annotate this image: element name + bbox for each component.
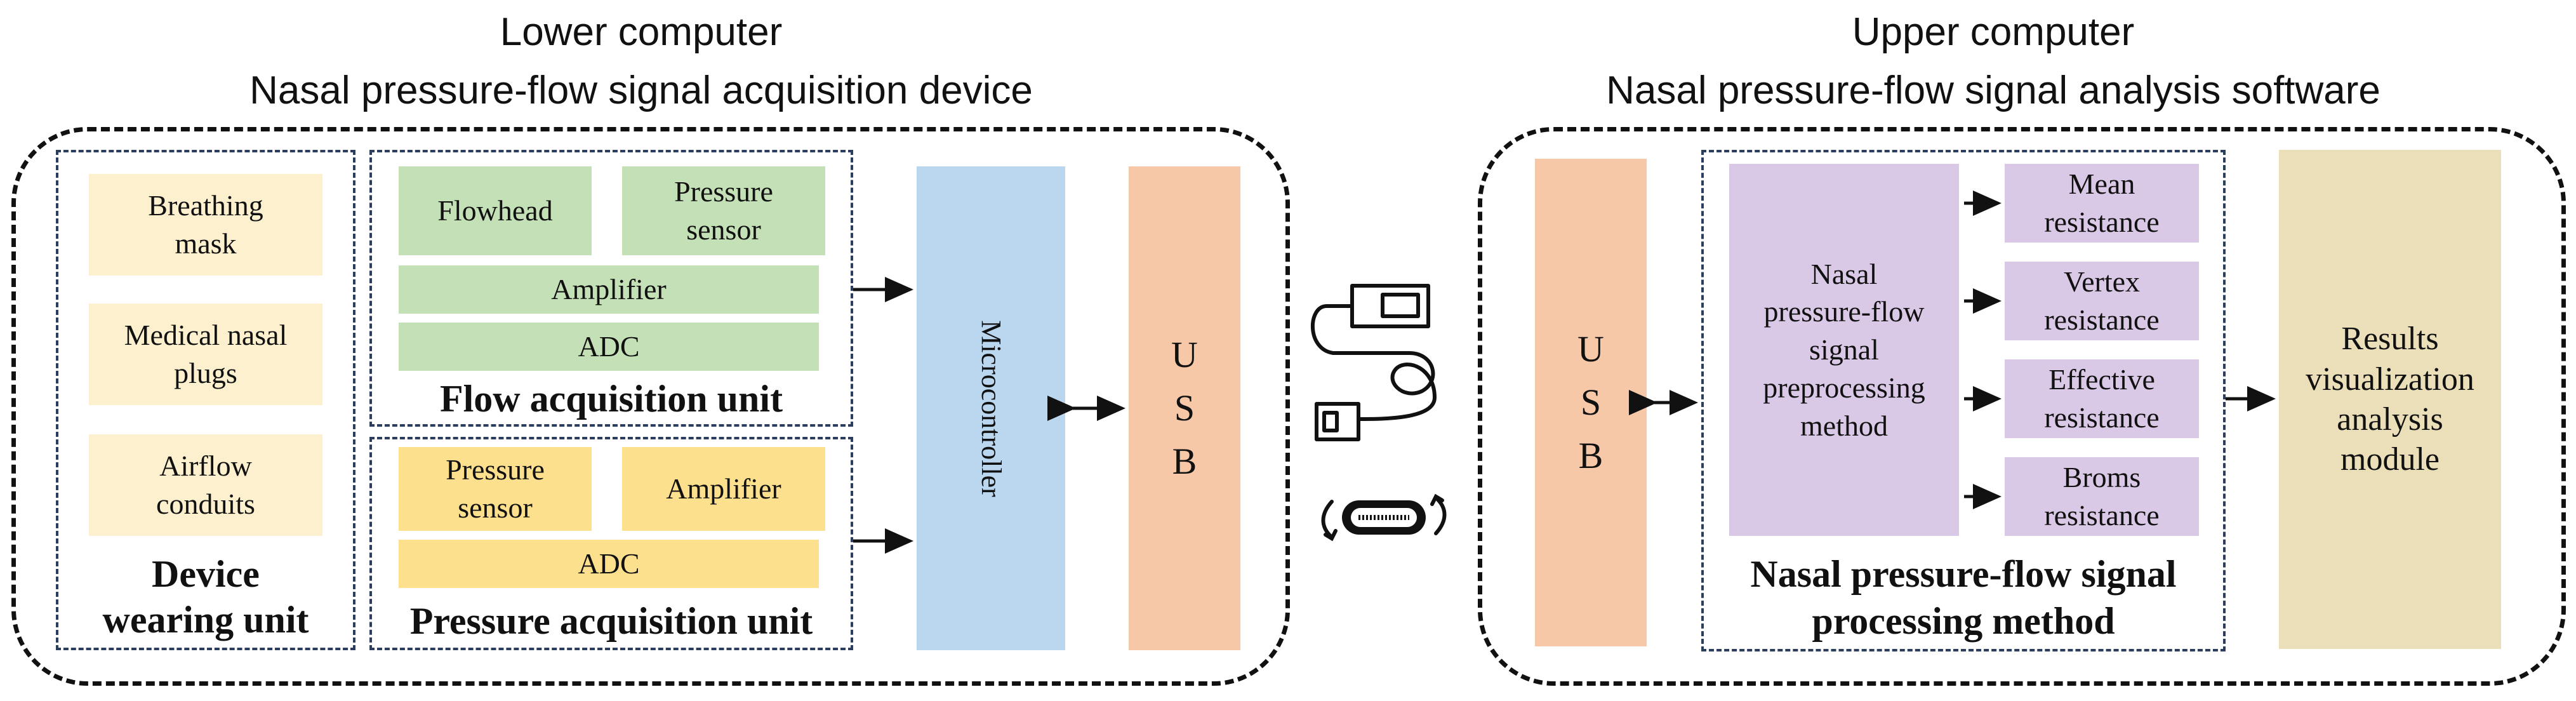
airflow-conduits-box: Airflow conduits <box>89 434 322 536</box>
vertex-resistance-label: Vertex resistance <box>2044 265 2160 336</box>
breathing-mask-box: Breathing mask <box>89 174 322 276</box>
effective-resistance-box: Effective resistance <box>2005 359 2199 438</box>
pressure-amplifier-box: Amplifier <box>622 447 825 531</box>
flow-pressure-sensor-label: Pressure sensor <box>674 175 773 246</box>
signal-processing-method <box>1701 150 2226 651</box>
pressure-adc-label: ADC <box>578 547 640 580</box>
mean-resistance-label: Mean resistance <box>2044 168 2160 238</box>
airflow-conduits-label: Airflow conduits <box>156 450 255 520</box>
lower-title-2: Nasal pressure-flow signal acquisition d… <box>249 69 1033 112</box>
effective-resistance-label: Effective resistance <box>2044 363 2160 434</box>
usb-c-port-icon <box>1321 493 1447 542</box>
preprocessing-method-label: Nasal pressure-flow signal preprocessing… <box>1763 257 1925 442</box>
medical-nasal-plugs-box: Medical nasal plugs <box>89 304 322 405</box>
lower-usb-label: USB <box>1171 333 1198 483</box>
pressure-adc-box: ADC <box>399 540 819 588</box>
flow-adc-box: ADC <box>399 323 819 371</box>
upper-computer-frame <box>1478 127 2566 686</box>
pressure-sensor-label: Pressure sensor <box>446 453 545 524</box>
flow-acquisition-unit <box>369 150 853 427</box>
flow-acquisition-unit-label: Flow acquisition unit <box>439 378 783 420</box>
flowhead-box: Flowhead <box>399 166 592 255</box>
preprocessing-method-box: Nasal pressure-flow signal preprocessing… <box>1729 164 1959 536</box>
broms-resistance-label: Broms resistance <box>2044 461 2160 531</box>
device-wearing-unit-label-2: wearing unit <box>102 599 309 641</box>
flow-amplifier-label: Amplifier <box>551 273 667 306</box>
usb-cable-icon <box>1311 284 1437 441</box>
pressure-sensor-box: Pressure sensor <box>399 447 592 531</box>
device-wearing-unit <box>56 150 355 650</box>
upper-title-1: Upper computer <box>1852 10 2135 54</box>
broms-resistance-box: Broms resistance <box>2005 457 2199 536</box>
upper-usb-block: USB <box>1535 159 1647 646</box>
pressure-amplifier-label: Amplifier <box>666 472 781 505</box>
pressure-acquisition-unit-label: Pressure acquisition unit <box>409 600 813 642</box>
mean-resistance-box: Mean resistance <box>2005 164 2199 243</box>
flowhead-label: Flowhead <box>437 194 553 227</box>
flow-amplifier-box: Amplifier <box>399 265 819 314</box>
device-wearing-unit-label-1: Device <box>152 553 260 595</box>
lower-computer-frame <box>11 127 1290 686</box>
flow-pressure-sensor-box: Pressure sensor <box>622 166 825 255</box>
lower-usb-block: USB <box>1129 166 1240 650</box>
flow-adc-label: ADC <box>578 330 640 363</box>
pressure-acquisition-unit <box>369 437 853 650</box>
microcontroller-block: Microcontroller <box>917 166 1065 650</box>
processing-method-label-1: Nasal pressure-flow signal <box>1750 553 2177 595</box>
results-visualization-module: Results visualization analysis module <box>2279 150 2501 649</box>
vertex-resistance-box: Vertex resistance <box>2005 262 2199 340</box>
processing-method-label-2: processing method <box>1812 600 2115 642</box>
results-visualization-label: Results visualization analysis module <box>2306 321 2474 478</box>
breathing-mask-label: Breathing mask <box>148 189 263 260</box>
lower-title-1: Lower computer <box>500 10 783 54</box>
upper-title-2: Nasal pressure-flow signal analysis soft… <box>1606 69 2380 112</box>
upper-usb-label: USB <box>1577 328 1604 477</box>
medical-nasal-plugs-label: Medical nasal plugs <box>124 319 288 389</box>
